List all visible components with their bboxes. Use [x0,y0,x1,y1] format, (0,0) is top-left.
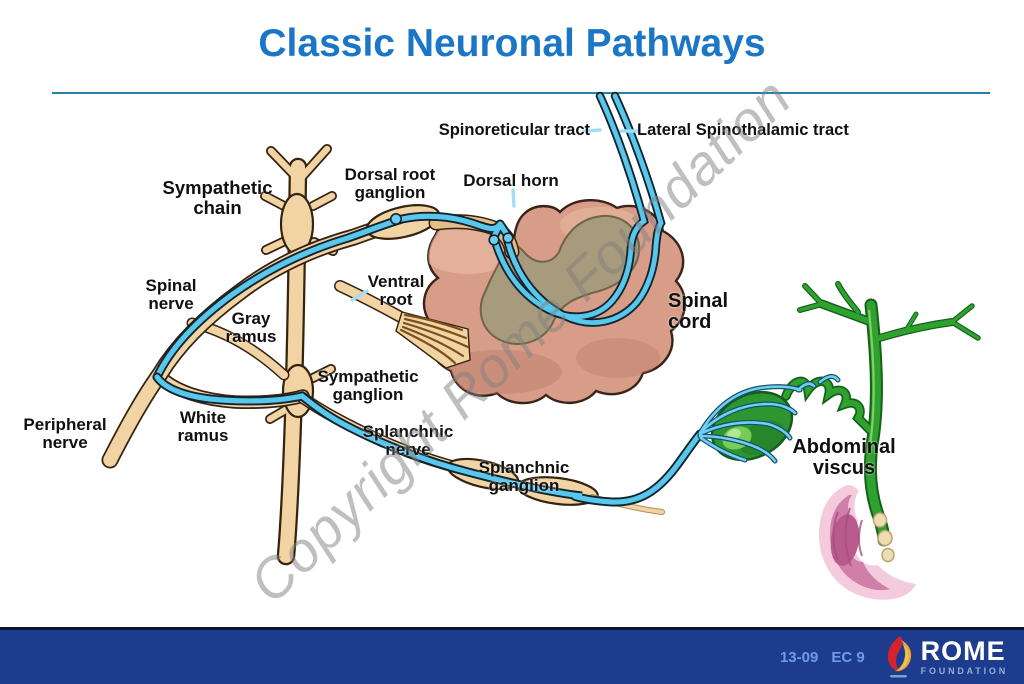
duodenum [818,485,916,600]
logo-text: ROME FOUNDATION [921,638,1008,676]
rome-foundation-logo: ROME FOUNDATION [885,634,1008,680]
ascending-tracts [491,91,666,327]
label-spinal-cord: Spinal cord [668,290,729,334]
biliary-tree [781,281,981,563]
slide-code: 13-09 [779,648,819,666]
label-lateral-spinothalamic-tract: Lateral Spinothalamic tract [637,121,849,139]
papilla [872,512,895,563]
label-dorsal-root-ganglion: Dorsal root ganglion [344,165,436,203]
flame-icon [887,636,911,678]
label-leader-lines [350,128,641,302]
ec-code: EC 9 [831,648,865,666]
label-sympathetic-ganglion: Sympathetic ganglion [317,367,419,405]
label-ventral-root: Ventral root [367,272,425,310]
footer-bar: 13-09 EC 9 ROME FOUNDATION [0,627,1024,684]
title-divider [52,92,990,94]
label-white-ramus: White ramus [177,408,229,446]
label-splanchnic-nerve: Splanchnic nerve [362,422,454,460]
slide-codes: 13-09 EC 9 [780,649,865,666]
logo-rome-wordmark: ROME [920,636,1006,666]
label-gray-ramus: Gray ramus [225,309,277,347]
label-abdominal-viscus: Abdominal viscus [792,436,896,480]
label-dorsal-horn: Dorsal horn [463,171,559,190]
label-spinal-nerve: Spinal nerve [145,276,197,314]
ventral-rootlets [395,311,471,369]
synapse-cell-bodies [389,213,514,246]
label-spinoreticular-tract: Spinoreticular tract [438,121,590,139]
logo-foundation-wordmark: FOUNDATION [920,666,1008,676]
abdominal-viscus-bulb [697,374,841,464]
spinal-cord-section [422,199,686,405]
page-title: Classic Neuronal Pathways [258,22,766,65]
label-splanchnic-ganglion: Splanchnic ganglion [478,458,570,496]
label-sympathetic-chain: Sympathetic chain [162,177,273,218]
efferent-splanchnic-pathway [152,372,705,507]
label-peripheral-nerve: Peripheral nerve [23,415,107,453]
nerve-web [697,374,841,464]
